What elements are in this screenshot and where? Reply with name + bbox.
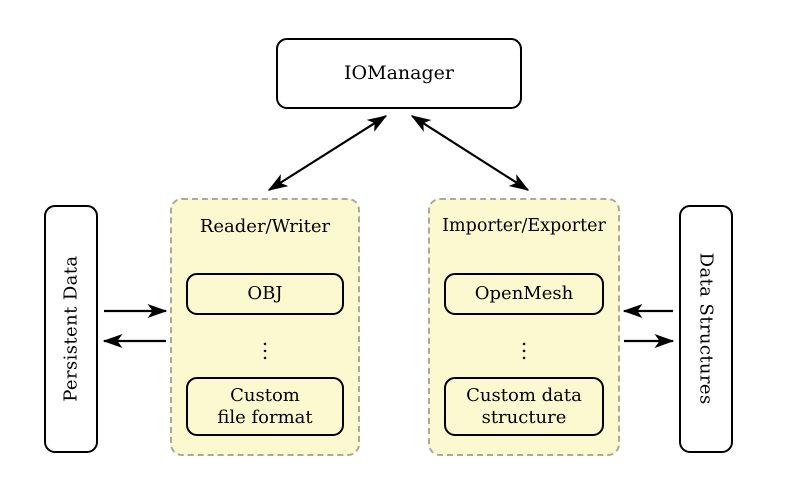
ellipsis-reader-writer: ... <box>261 326 269 364</box>
panel-importer-exporter-title: Importer/Exporter <box>442 216 606 236</box>
node-persistent-data-label: Persistent Data <box>60 255 82 403</box>
node-custom-file-format[interactable]: Custom file format <box>186 377 344 436</box>
connector-iomanager-importer <box>410 115 530 191</box>
node-iomanager[interactable]: IOManager <box>276 38 522 109</box>
node-custom-file-format-label-line2: file format <box>217 406 313 428</box>
node-custom-data-structure-label-line2: structure <box>481 406 567 428</box>
node-obj[interactable]: OBJ <box>186 273 344 315</box>
connector-iomanager-reader <box>267 115 388 191</box>
node-openmesh-label: OpenMesh <box>474 283 574 305</box>
node-custom-data-structure[interactable]: Custom data structure <box>444 377 604 436</box>
node-iomanager-label: IOManager <box>344 62 454 85</box>
node-obj-label: OBJ <box>247 283 283 305</box>
node-custom-file-format-label-line1: Custom <box>230 385 300 407</box>
node-data-structures[interactable]: Data Structures <box>679 205 733 453</box>
panel-reader-writer-title: Reader/Writer <box>199 216 331 237</box>
ellipsis-importer-exporter: ... <box>520 326 528 364</box>
node-openmesh[interactable]: OpenMesh <box>444 273 604 315</box>
node-custom-data-structure-label-line1: Custom data <box>466 385 582 407</box>
node-persistent-data[interactable]: Persistent Data <box>44 205 98 453</box>
node-data-structures-label: Data Structures <box>695 252 717 405</box>
